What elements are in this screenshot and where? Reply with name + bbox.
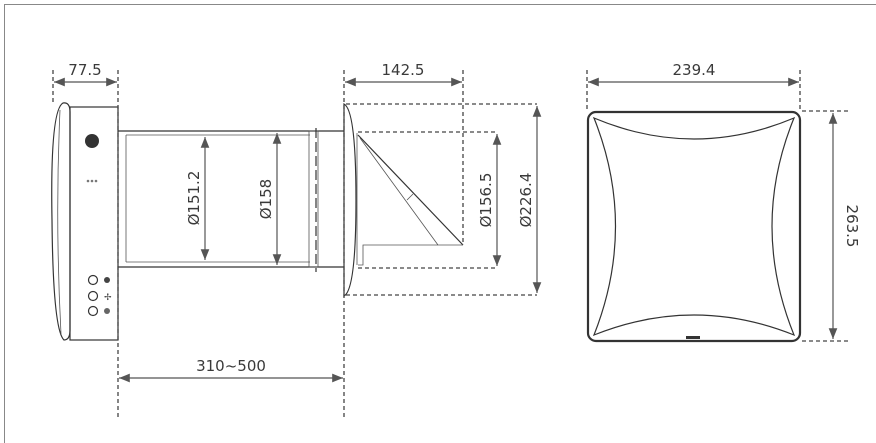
unit-body: [69, 106, 119, 341]
hood-view: 142.5 Ø156.5 Ø226.4: [343, 61, 542, 420]
front-panel-outline: [586, 110, 802, 343]
wall-plate: [343, 103, 357, 297]
height-label: 263.5: [843, 205, 861, 248]
frame: [4, 4, 876, 443]
indicator-dots-icon: [86, 179, 98, 183]
side-view: ✢ Ø151.2 Ø158 77.5 310~500: [51, 61, 344, 420]
control-buttons-icon: ✢: [87, 274, 112, 317]
duct-diameter-label: Ø156.5: [477, 173, 495, 228]
sensor-icon: [85, 134, 99, 148]
width-label: 239.4: [673, 61, 716, 79]
outer-diameter-label: Ø158: [257, 179, 275, 219]
wall-flange: [308, 130, 319, 268]
front-panel-face: [592, 116, 796, 337]
hood-depth-label: 142.5: [382, 61, 425, 79]
front-view: 239.4 263.5: [586, 61, 861, 343]
inner-diameter-label: Ø151.2: [185, 171, 203, 226]
svg-text:✢: ✢: [104, 293, 112, 303]
logo-mark: [686, 336, 700, 339]
plate-diameter-label: Ø226.4: [517, 173, 535, 228]
hood: [357, 134, 464, 246]
depth-label: 77.5: [68, 61, 101, 79]
front-panel: [51, 102, 71, 341]
wall-range-label: 310~500: [196, 357, 266, 375]
